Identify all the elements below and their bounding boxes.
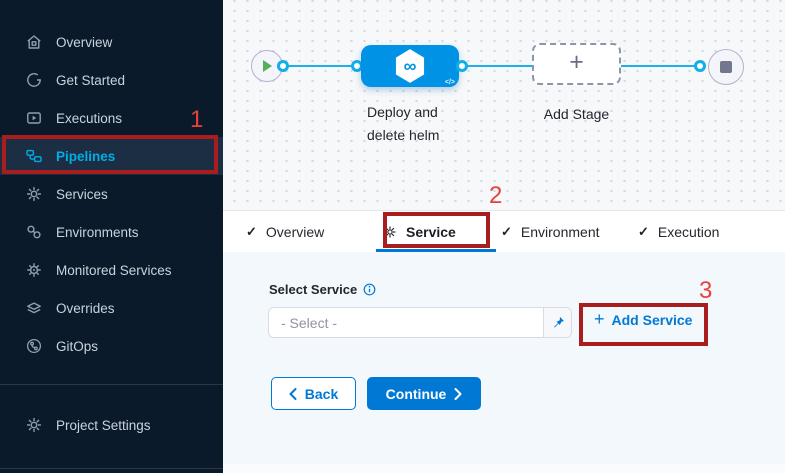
pipeline-end-node bbox=[708, 49, 744, 85]
add-service-label: Add Service bbox=[612, 312, 693, 328]
services-gear-icon bbox=[25, 185, 43, 203]
sidebar-item-overview[interactable]: Overview bbox=[0, 23, 223, 61]
sidebar: Overview Get Started Executions Pipeline… bbox=[0, 0, 223, 473]
gear-icon bbox=[383, 225, 397, 239]
sidebar-item-label: Get Started bbox=[56, 73, 125, 88]
continue-button[interactable]: Continue bbox=[367, 377, 481, 410]
service-select-dropdown[interactable]: - Select - bbox=[268, 307, 572, 338]
chevron-right-icon bbox=[454, 388, 462, 400]
check-icon: ✓ bbox=[501, 224, 512, 240]
sidebar-item-get-started[interactable]: Get Started bbox=[0, 61, 223, 99]
connector-ring bbox=[277, 60, 289, 72]
tab-service[interactable]: Service bbox=[383, 211, 456, 252]
connector-ring bbox=[456, 60, 468, 72]
sidebar-item-gitops[interactable]: GitOps bbox=[0, 327, 223, 365]
tab-label: Service bbox=[406, 224, 456, 240]
gear-icon bbox=[25, 416, 43, 434]
tab-execution[interactable]: ✓ Execution bbox=[638, 211, 719, 252]
pipelines-icon bbox=[25, 147, 43, 165]
stage-name-label: Deploy and delete helm bbox=[367, 101, 459, 147]
home-icon bbox=[25, 33, 43, 51]
play-icon bbox=[261, 59, 273, 73]
bottom-strip bbox=[223, 464, 785, 473]
connector-ring bbox=[694, 60, 706, 72]
sidebar-item-label: Overview bbox=[56, 35, 112, 50]
sidebar-item-label: GitOps bbox=[56, 339, 98, 354]
plus-icon: + bbox=[594, 310, 605, 328]
chevron-left-icon bbox=[289, 388, 297, 400]
tab-environment[interactable]: ✓ Environment bbox=[501, 211, 600, 252]
sidebar-nav-list: Overview Get Started Executions Pipeline… bbox=[0, 0, 223, 365]
sidebar-item-overrides[interactable]: Overrides bbox=[0, 289, 223, 327]
main-panel: ∞ </> + Deploy and delete helm Add Stage… bbox=[223, 0, 785, 473]
add-service-button[interactable]: + Add Service bbox=[594, 312, 692, 328]
plus-icon: + bbox=[569, 50, 584, 75]
continue-label: Continue bbox=[386, 386, 447, 402]
add-stage-label: Add Stage bbox=[532, 106, 621, 122]
flow-line bbox=[462, 65, 532, 67]
select-service-label-row: Select Service bbox=[269, 282, 376, 297]
flow-line bbox=[283, 65, 357, 67]
sidebar-divider bbox=[0, 468, 223, 469]
flow-line bbox=[621, 65, 700, 67]
back-label: Back bbox=[305, 386, 338, 402]
sidebar-item-executions[interactable]: Executions bbox=[0, 99, 223, 137]
tab-label: Execution bbox=[658, 224, 719, 240]
add-stage-button[interactable]: + bbox=[532, 43, 621, 85]
code-icon: </> bbox=[445, 79, 455, 86]
pin-icon bbox=[551, 316, 565, 330]
sidebar-item-environments[interactable]: Environments bbox=[0, 213, 223, 251]
tab-label: Overview bbox=[266, 224, 324, 240]
stop-icon bbox=[720, 61, 732, 73]
sidebar-item-services[interactable]: Services bbox=[0, 175, 223, 213]
footer-buttons: Back Continue bbox=[271, 377, 481, 410]
sidebar-divider bbox=[0, 384, 223, 385]
service-select-value: - Select - bbox=[269, 308, 543, 337]
gitops-icon bbox=[25, 337, 43, 355]
svg-text:∞: ∞ bbox=[404, 56, 417, 76]
check-icon: ✓ bbox=[246, 224, 257, 240]
service-tab-content: Select Service - Select - + Add Service … bbox=[223, 252, 785, 464]
info-icon[interactable] bbox=[363, 283, 376, 296]
tab-label: Environment bbox=[521, 224, 600, 240]
executions-icon bbox=[25, 109, 43, 127]
sidebar-item-label: Services bbox=[56, 187, 108, 202]
sidebar-item-label: Environments bbox=[56, 225, 139, 240]
sidebar-item-label: Executions bbox=[56, 111, 122, 126]
sidebar-item-label: Overrides bbox=[56, 301, 115, 316]
tab-overview[interactable]: ✓ Overview bbox=[246, 211, 324, 252]
sidebar-item-project-settings[interactable]: Project Settings bbox=[0, 406, 223, 444]
sidebar-item-label: Monitored Services bbox=[56, 263, 172, 278]
get-started-icon bbox=[25, 71, 43, 89]
stage-tabbar: ✓ Overview Service ✓ Environment ✓ Execu… bbox=[223, 211, 785, 252]
cd-hexagon-icon: ∞ bbox=[393, 48, 427, 84]
stage-node-deploy[interactable]: ∞ </> bbox=[361, 45, 459, 87]
pipeline-canvas[interactable]: ∞ </> + Deploy and delete helm Add Stage bbox=[223, 0, 785, 211]
back-button[interactable]: Back bbox=[271, 377, 356, 410]
select-service-label: Select Service bbox=[269, 282, 357, 297]
environments-icon bbox=[25, 223, 43, 241]
monitored-services-icon bbox=[25, 261, 43, 279]
check-icon: ✓ bbox=[638, 224, 649, 240]
sidebar-item-monitored-services[interactable]: Monitored Services bbox=[0, 251, 223, 289]
fixed-value-pin-button[interactable] bbox=[543, 308, 571, 337]
sidebar-item-pipelines[interactable]: Pipelines bbox=[0, 137, 223, 175]
sidebar-item-label: Project Settings bbox=[56, 418, 151, 433]
layers-icon bbox=[25, 299, 43, 317]
sidebar-item-label: Pipelines bbox=[56, 149, 115, 164]
